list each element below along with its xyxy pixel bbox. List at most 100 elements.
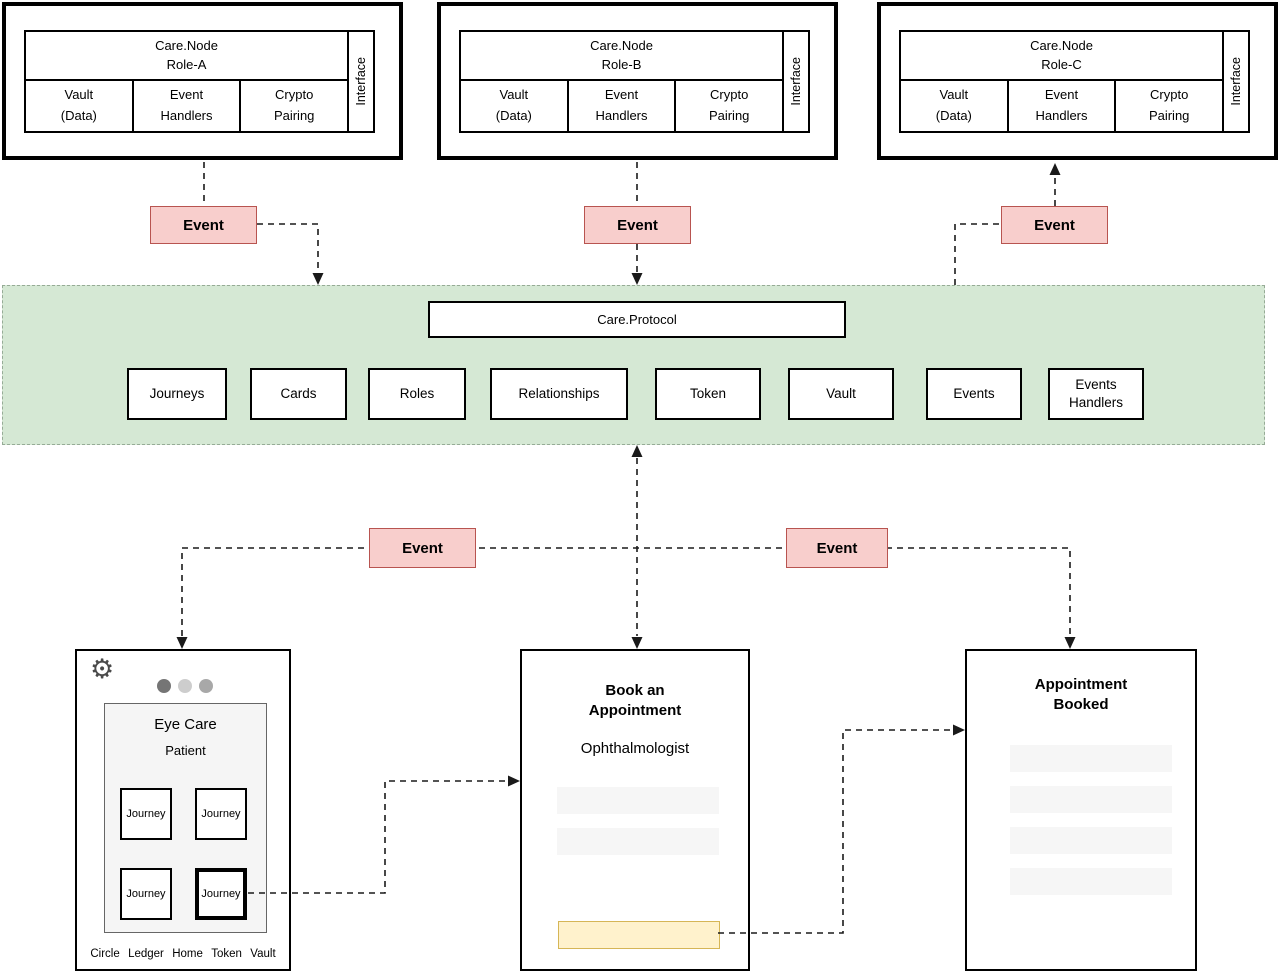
placeholder-field	[557, 787, 719, 814]
cell-line: Handlers	[595, 107, 648, 123]
arrowhead-down	[176, 637, 188, 649]
cell-line: (Data)	[60, 107, 97, 123]
cell-line: Handlers	[160, 107, 213, 123]
node-role: Role-B	[601, 57, 642, 73]
screen-title: Appointment Booked	[1034, 676, 1128, 714]
node-title: Care.Node Role-B	[461, 32, 782, 81]
event-chip-node-c: Event	[1001, 206, 1108, 244]
cell-line: Crypto	[275, 87, 314, 103]
cell-line: Event	[1044, 87, 1079, 103]
confirmation-screen-mockup: Appointment Booked	[965, 649, 1197, 971]
card-title: Eye Care	[154, 716, 217, 733]
cell-line: Pairing	[708, 107, 750, 123]
event-chip-patient-app: Event	[369, 528, 476, 568]
carousel-dots	[157, 679, 213, 693]
connector-event-bus	[181, 547, 1071, 636]
dot[interactable]	[199, 679, 213, 693]
nav-item-circle[interactable]: Circle	[90, 948, 120, 960]
protocol-component-vault: Vault	[788, 368, 894, 420]
event-chip-node-b: Event	[584, 206, 691, 244]
screen-subtitle: Ophthalmologist	[580, 739, 690, 757]
cell-line: (Data)	[495, 107, 532, 123]
cell-line: Crypto	[1150, 87, 1189, 103]
cell-line: Pairing	[1148, 107, 1190, 123]
interface-label: Interface	[354, 57, 368, 106]
node-table: Care.Node Role-C Vault (Data) Event Hand…	[899, 30, 1250, 133]
cell-line: Crypto	[710, 87, 749, 103]
protocol-component-cards: Cards	[250, 368, 347, 420]
booking-screen-mockup: Book an Appointment Ophthalmologist	[520, 649, 750, 971]
vault-data-cell: Vault (Data)	[26, 80, 134, 131]
protocol-component-journeys: Journeys	[127, 368, 227, 420]
care-node-role-a: Care.Node Role-A Vault (Data) Event Hand…	[2, 2, 403, 160]
protocol-component-events: Events	[926, 368, 1022, 420]
cell-line: Pairing	[273, 107, 315, 123]
nav-item-vault[interactable]: Vault	[250, 948, 276, 960]
node-title: Care.Node Role-A	[26, 32, 347, 81]
care-node-role-b: Care.Node Role-B Vault (Data) Event Hand…	[437, 2, 838, 160]
dot[interactable]	[178, 679, 192, 693]
arrowhead-up	[631, 445, 643, 457]
vault-data-cell: Vault (Data)	[461, 80, 569, 131]
arrowhead-right	[953, 724, 965, 736]
confirm-button[interactable]	[558, 921, 720, 949]
node-table: Care.Node Role-A Vault (Data) Event Hand…	[24, 30, 375, 133]
connector-protocol-to-eventC	[954, 223, 1001, 285]
cell-line: Event	[169, 87, 204, 103]
cell-line: Vault	[939, 87, 969, 103]
arrowhead-down	[1064, 637, 1076, 649]
nav-item-ledger[interactable]: Ledger	[128, 948, 164, 960]
arrowhead-down	[631, 273, 643, 285]
cell-line: (Data)	[935, 107, 972, 123]
care-node-role-c: Care.Node Role-C Vault (Data) Event Hand…	[877, 2, 1278, 160]
event-handlers-cell: Event Handlers	[134, 80, 242, 131]
cell-line: Event	[604, 87, 639, 103]
placeholder-field	[557, 828, 719, 855]
patient-app-mockup: ⚙ Eye Care Patient Journey Journey Journ…	[75, 649, 291, 971]
crypto-pairing-cell: Crypto Pairing	[1116, 81, 1222, 131]
arrowhead-down	[631, 637, 643, 649]
node-role: Role-C	[1041, 57, 1082, 73]
placeholder-field	[1010, 868, 1172, 895]
connector-button-to-booked	[718, 729, 952, 934]
eye-care-card: Eye Care Patient Journey Journey Journey…	[104, 703, 267, 933]
node-role: Role-A	[166, 57, 207, 73]
interface-column: Interface	[782, 32, 808, 131]
interface-label: Interface	[789, 57, 803, 106]
arrowhead-down	[312, 273, 324, 285]
dot-active[interactable]	[157, 679, 171, 693]
card-subtitle: Patient	[165, 743, 206, 758]
interface-column: Interface	[347, 32, 373, 131]
arrowhead-right	[508, 775, 520, 787]
journey-tile[interactable]: Journey	[195, 788, 247, 840]
node-name: Care.Node	[1030, 37, 1093, 53]
protocol-component-events-handlers: Events Handlers	[1048, 368, 1144, 420]
care-protocol-title: Care.Protocol	[428, 301, 846, 338]
crypto-pairing-cell: Crypto Pairing	[241, 81, 347, 131]
screen-title: Book an Appointment	[588, 682, 682, 720]
vault-data-cell: Vault (Data)	[901, 80, 1009, 131]
event-handlers-cell: Event Handlers	[569, 80, 677, 131]
journey-tile[interactable]: Journey	[120, 868, 172, 920]
interface-column: Interface	[1222, 32, 1248, 131]
arrowhead-up	[1049, 163, 1061, 175]
nav-item-home[interactable]: Home	[172, 948, 203, 960]
protocol-component-token: Token	[655, 368, 761, 420]
journey-tile[interactable]: Journey	[120, 788, 172, 840]
node-title: Care.Node Role-C	[901, 32, 1222, 81]
nav-item-token[interactable]: Token	[211, 948, 242, 960]
node-name: Care.Node	[155, 37, 218, 53]
node-table: Care.Node Role-B Vault (Data) Event Hand…	[459, 30, 810, 133]
node-name: Care.Node	[590, 37, 653, 53]
connector-eventA-to-protocol	[257, 223, 319, 272]
placeholder-field	[1010, 786, 1172, 813]
placeholder-field	[1010, 827, 1172, 854]
interface-label: Interface	[1229, 57, 1243, 106]
bottom-nav: Circle Ledger Home Token Vault	[82, 948, 284, 960]
protocol-component-roles: Roles	[368, 368, 466, 420]
journey-tile-selected[interactable]: Journey	[195, 868, 247, 920]
gear-icon[interactable]: ⚙	[90, 654, 115, 684]
placeholder-field	[1010, 745, 1172, 772]
cell-line: Vault	[64, 87, 94, 103]
